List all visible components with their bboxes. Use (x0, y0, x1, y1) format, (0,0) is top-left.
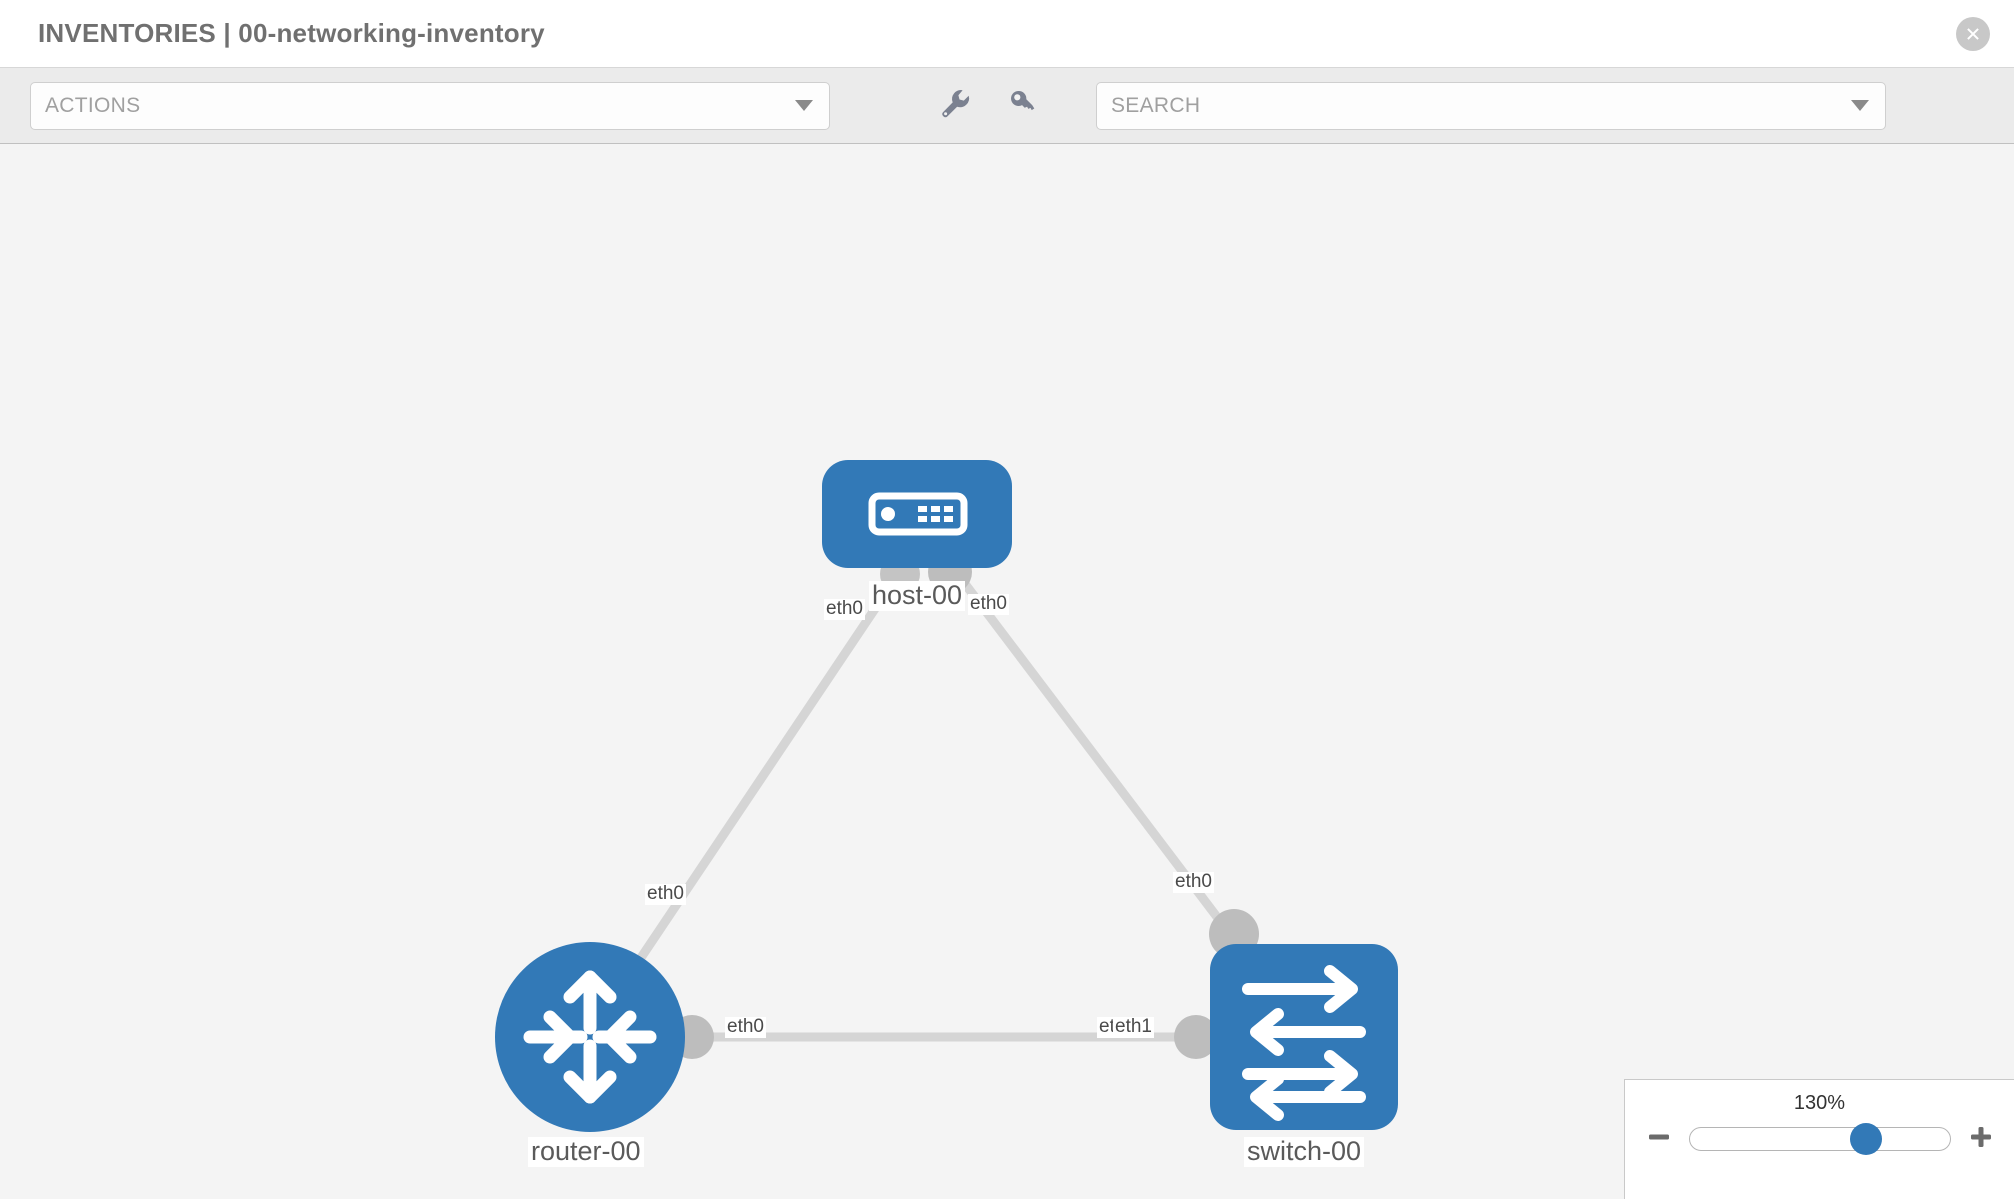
close-button[interactable] (1956, 16, 1990, 51)
actions-dropdown[interactable]: ACTIONS (30, 81, 830, 130)
page-title: INVENTORIES | 00-networking-inventory (38, 18, 545, 48)
zoom-slider-thumb[interactable] (1850, 1123, 1883, 1155)
zoom-level-value: 130% (1793, 1092, 1846, 1114)
topology-graph (495, 460, 1398, 1132)
search-input-placeholder: SEARCH (1111, 93, 1201, 117)
interface-label-host00-to-switch00: eth0 (968, 593, 1009, 615)
interface-label-router00-to-host00: eth0 (645, 883, 686, 905)
toolbar: ACTIONS SEARCH (0, 68, 2014, 144)
topology-connectors (670, 550, 1259, 1059)
connector-switch00-west (1174, 1015, 1218, 1059)
wrench-icon[interactable] (938, 86, 972, 125)
search-field[interactable]: SEARCH (1096, 81, 1886, 130)
router-arrows-icon (523, 970, 657, 1104)
link-host00-switch00 (946, 561, 1249, 957)
actions-dropdown-label: ACTIONS (45, 93, 141, 117)
minus-icon (1646, 1124, 1672, 1155)
zoom-out-button[interactable] (1645, 1125, 1673, 1153)
switch-arrows-icon (1242, 965, 1366, 1121)
node-label-switch-00[interactable]: switch-00 (1244, 1136, 1365, 1167)
interface-label-host00-to-router00: eth0 (824, 598, 865, 620)
link-host00-router00 (616, 561, 909, 992)
zoom-control-panel: 130% (1624, 1079, 2014, 1199)
interface-label-switch00-to-router00: eth1 (1113, 1016, 1154, 1038)
chevron-down-icon (1851, 100, 1869, 111)
plus-icon (1968, 1124, 1994, 1155)
node-host-00 (822, 460, 1012, 568)
zoom-in-button[interactable] (1967, 1125, 1995, 1153)
interface-label-router00-to-switch00: eth0 (725, 1016, 766, 1038)
zoom-slider-row (1625, 1123, 2014, 1155)
topology-canvas[interactable]: host-00 router-00 switch-00 eth0 eth0 et… (0, 144, 2014, 1199)
page-header: INVENTORIES | 00-networking-inventory (0, 0, 2014, 68)
node-switch-00 (1210, 944, 1398, 1130)
zoom-slider[interactable] (1688, 1123, 1951, 1155)
node-label-host-00[interactable]: host-00 (869, 580, 966, 611)
topology-links (616, 561, 1249, 1042)
interface-label-switch00-to-host00: eth0 (1173, 871, 1214, 893)
toolbar-icon-group (938, 86, 1040, 125)
node-label-router-00[interactable]: router-00 (528, 1136, 644, 1167)
node-router-00 (495, 942, 685, 1132)
close-icon (1963, 24, 1983, 44)
server-icon (868, 492, 968, 536)
key-icon[interactable] (1006, 86, 1040, 125)
chevron-down-icon (795, 100, 813, 111)
